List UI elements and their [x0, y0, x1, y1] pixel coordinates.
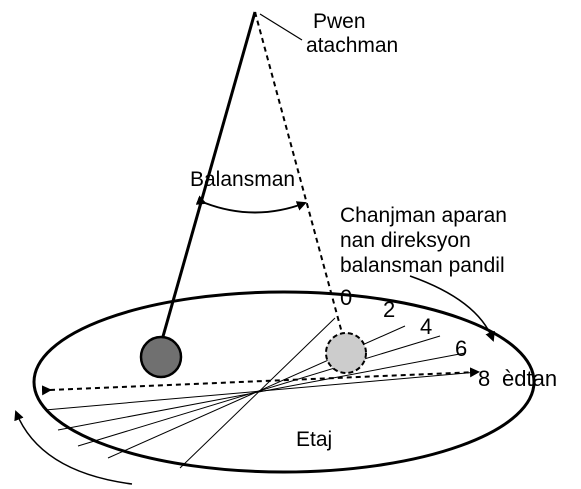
hour-mark-4: 4	[420, 314, 432, 339]
swing-label: Balansman	[190, 168, 295, 191]
hour-mark-8: 8	[478, 366, 490, 391]
pendulum-bob-end	[325, 332, 367, 374]
rotation-arrow	[14, 410, 133, 485]
attachment-point-label-line1: Pwen	[313, 10, 366, 33]
swing-line-ext	[44, 371, 479, 411]
pendulum-bob-start	[139, 335, 183, 379]
direction-note-line2: nan direksyon	[340, 229, 471, 252]
floor-label: Etaj	[296, 428, 332, 451]
direction-note-line1: Chanjman aparan	[340, 204, 507, 227]
hours-unit-label: èdtan	[502, 366, 557, 391]
attachment-leader	[259, 13, 303, 41]
pendulum-string-dashed	[254, 11, 343, 334]
direction-note-line3: balansman pandil	[340, 254, 505, 277]
hour-mark-2: 2	[383, 297, 395, 322]
swing-arc	[195, 195, 307, 214]
direction-change-arrow	[409, 275, 495, 342]
hour-mark-0: 0	[340, 285, 352, 310]
pendulum-string-solid	[160, 11, 257, 341]
hour-mark-6: 6	[455, 336, 467, 361]
attachment-point-label-line2: atachman	[306, 34, 398, 57]
floor-ellipse	[32, 290, 536, 474]
